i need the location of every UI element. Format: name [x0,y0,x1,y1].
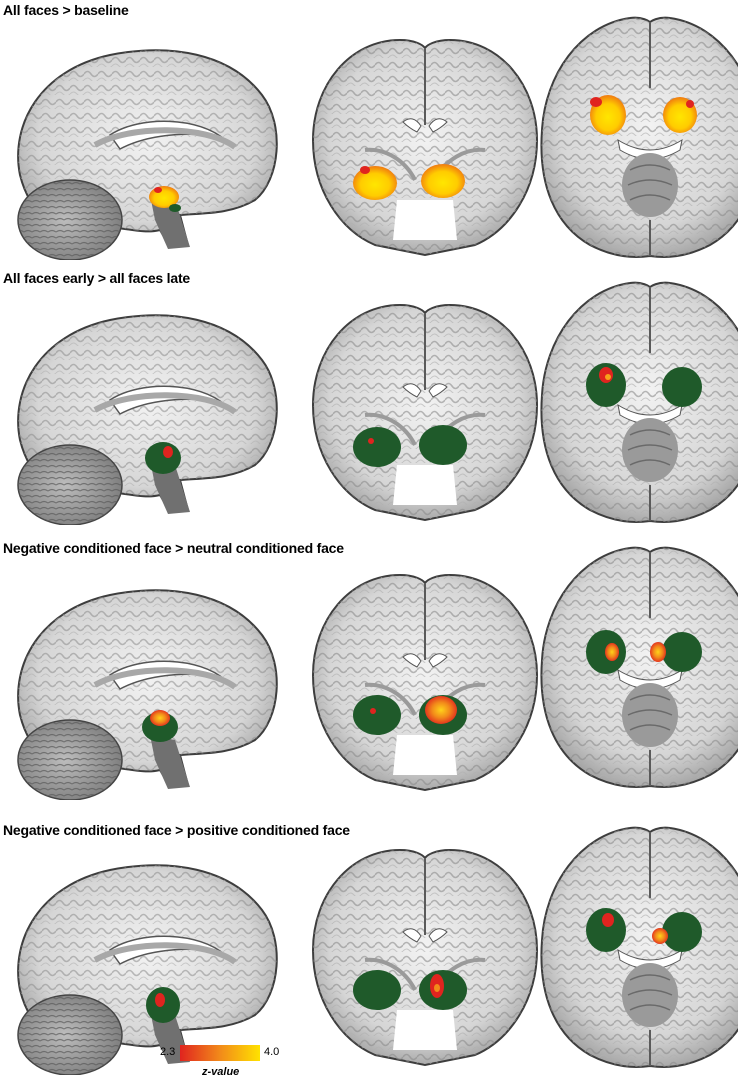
panel-title-3: Negative conditioned face > neutral cond… [3,540,344,556]
roi-mask [169,204,181,212]
roi-mask-right [419,425,467,465]
activation-cluster-left [602,913,614,927]
coronal-slice-row2 [311,303,539,522]
activation-cluster-right [652,928,668,944]
activation-cluster-right [425,696,457,724]
coronal-slice-row1 [311,38,539,257]
activation-cluster [155,993,165,1007]
panel-title-4: Negative conditioned face > positive con… [3,822,350,838]
activation-cluster-left [605,643,619,661]
roi-mask-left [353,970,401,1010]
roi-mask-right [662,367,702,407]
roi-mask-right [662,632,702,672]
panel-title-2: All faces early > all faces late [3,270,191,286]
sagittal-slice-row3 [0,565,285,800]
panel-title-1: All faces > baseline [3,2,129,18]
roi-mask [145,442,181,474]
colorbar-max-label: 4.0 [264,1046,280,1058]
activation-cluster-right [421,164,465,198]
activation-cluster [150,710,170,726]
axial-slice-row3 [540,546,738,788]
activation-cluster [163,446,173,458]
colorbar-min-label: 2.3 [160,1046,176,1058]
axial-slice-row2 [540,281,738,523]
colorbar [180,1045,260,1061]
axial-slice-row4 [540,826,738,1068]
coronal-slice-row4 [311,848,539,1067]
activation-cluster-right [650,642,666,662]
coronal-slice-row3 [311,573,539,792]
roi-mask-right [662,912,702,952]
colorbar-axis-label: z-value [202,1066,240,1078]
roi-mask-left [353,695,401,735]
sagittal-slice-row4 [0,840,285,1075]
roi-mask-left [353,427,401,467]
roi-mask-left [586,908,626,952]
roi-mask-left [586,363,626,407]
sagittal-slice-row2 [0,290,285,525]
activation-cluster-left [353,166,397,200]
sagittal-slice-row1 [0,25,285,260]
axial-slice-row1 [540,16,738,258]
